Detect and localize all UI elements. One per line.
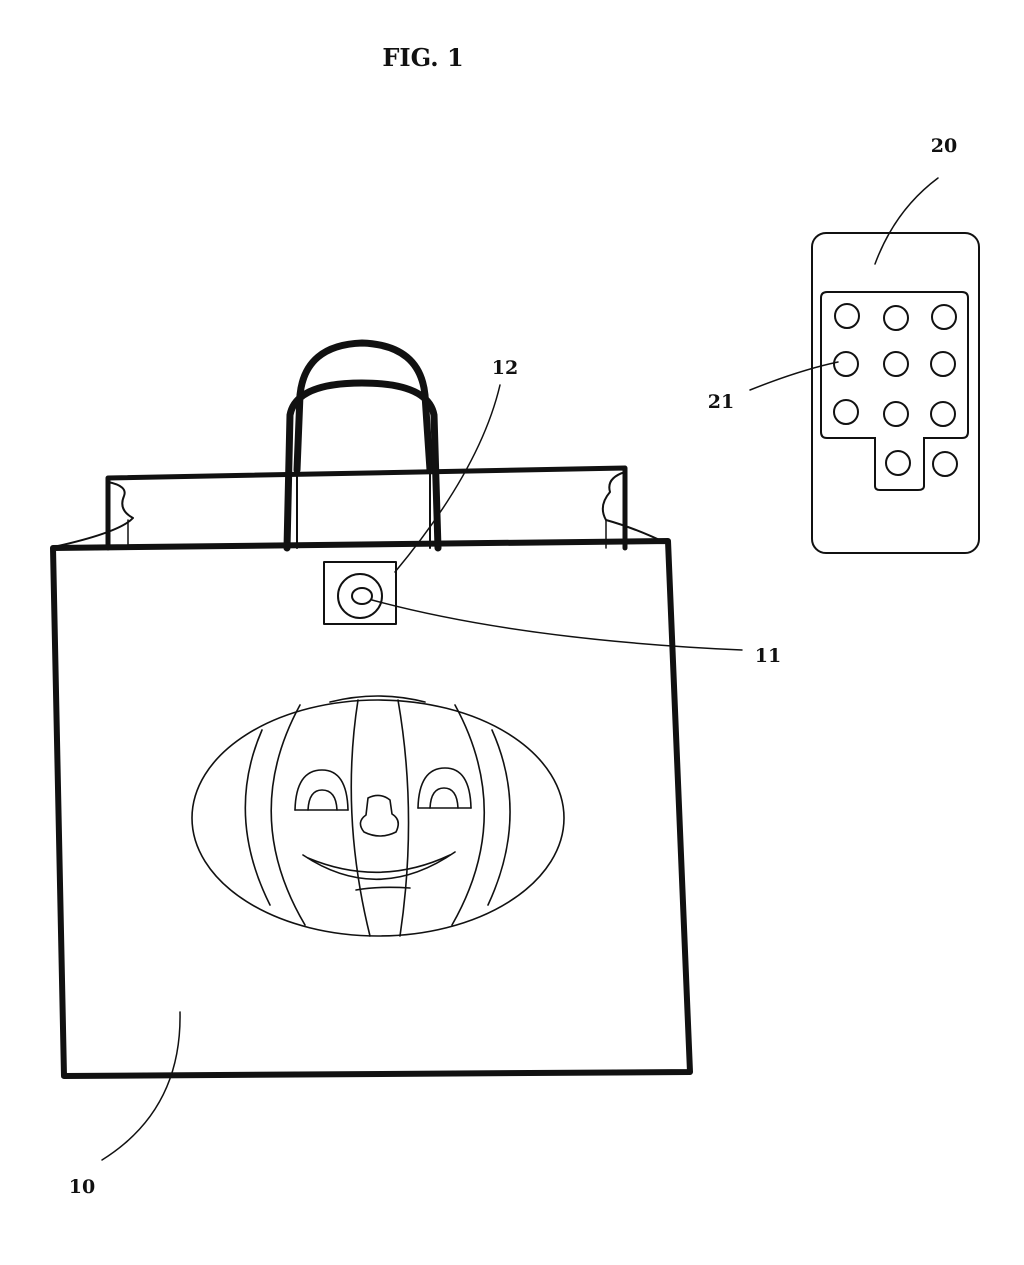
leader-12 [394, 384, 501, 573]
leader-20 [874, 177, 939, 265]
button-indicator [351, 587, 373, 605]
remote-keys [833, 303, 958, 477]
shopping-bag [50, 339, 693, 1079]
bag-back-handle [293, 339, 434, 474]
leader-10 [101, 1011, 181, 1161]
button-panel [323, 561, 397, 625]
pumpkin-illustration [191, 695, 565, 937]
leader-11 [371, 599, 743, 651]
bag-front-handle [283, 379, 442, 552]
remote-body [811, 232, 980, 554]
label-12: 12 [492, 357, 518, 379]
label-20: 20 [931, 135, 957, 157]
bag-back-panel [105, 465, 628, 551]
leader-lines [101, 177, 939, 1161]
remote-control [811, 232, 980, 554]
label-10: 10 [69, 1176, 95, 1198]
bag-left-gusset [57, 481, 134, 547]
figure-title: FIG. 1 [382, 43, 463, 72]
label-21: 21 [708, 391, 734, 413]
leader-21 [749, 361, 839, 391]
bag-front-panel [50, 538, 693, 1079]
remote-keypad-outline [820, 291, 969, 491]
bag-right-gusset [601, 471, 669, 545]
button-outer-ring [337, 573, 383, 619]
label-11: 11 [755, 645, 781, 667]
